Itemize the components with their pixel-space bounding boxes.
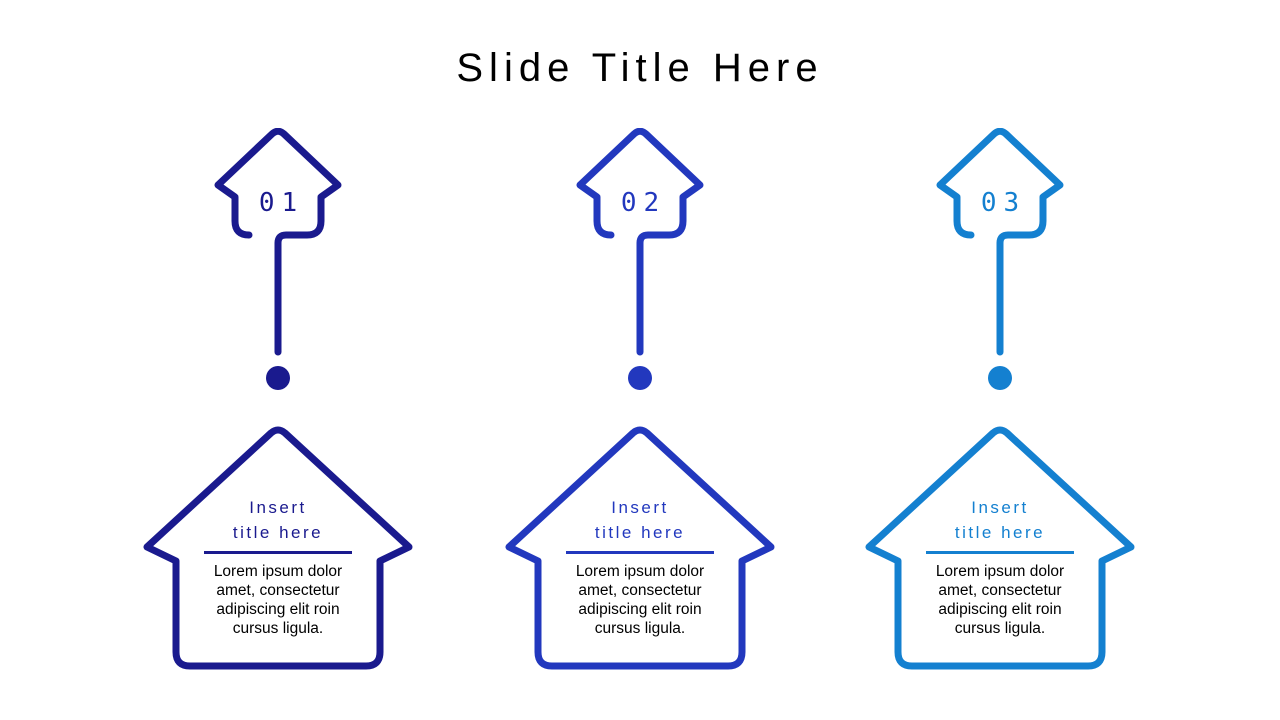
house-outline-path bbox=[143, 426, 413, 670]
connector-dot bbox=[988, 366, 1012, 390]
item-title: Insert title here bbox=[954, 498, 1046, 542]
house-outline-icon bbox=[505, 426, 775, 670]
title-divider bbox=[926, 551, 1074, 554]
content-house: Insert title here Lorem ipsum dolor amet… bbox=[143, 425, 413, 673]
item-body: Lorem ipsum dolor amet, consectetur adip… bbox=[935, 563, 1065, 637]
house-pin-icon bbox=[576, 128, 704, 390]
slide-title: Slide Title Here bbox=[456, 46, 824, 90]
item-title: Insert title here bbox=[232, 498, 324, 542]
step-column-3: 03 Insert title here Lorem ipsum dolor a… bbox=[865, 128, 1135, 688]
house-pin-icon bbox=[214, 128, 342, 390]
step-number: 01 bbox=[258, 188, 305, 218]
house-pin-outline bbox=[576, 128, 704, 356]
house-outline-path bbox=[865, 426, 1135, 670]
title-divider bbox=[566, 551, 714, 554]
house-pin-icon bbox=[936, 128, 1064, 390]
step-column-2: 02 Insert title here Lorem ipsum dolor a… bbox=[505, 128, 775, 688]
house-pin-outline bbox=[936, 128, 1064, 356]
item-body: Lorem ipsum dolor amet, consectetur adip… bbox=[213, 563, 343, 637]
connector-dot bbox=[266, 366, 290, 390]
house-outline-icon bbox=[865, 426, 1135, 670]
content-house: Insert title here Lorem ipsum dolor amet… bbox=[865, 425, 1135, 673]
step-column-1: 01 Insert title here Lorem ipsum dolor a… bbox=[143, 128, 413, 688]
connector-dot bbox=[628, 366, 652, 390]
step-number: 03 bbox=[980, 188, 1027, 218]
item-title: Insert title here bbox=[594, 498, 686, 542]
content-house: Insert title here Lorem ipsum dolor amet… bbox=[505, 425, 775, 673]
house-outline-icon bbox=[143, 426, 413, 670]
title-divider bbox=[204, 551, 352, 554]
house-pin-outline bbox=[214, 128, 342, 356]
item-body: Lorem ipsum dolor amet, consectetur adip… bbox=[575, 563, 705, 637]
house-outline-path bbox=[505, 426, 775, 670]
step-number: 02 bbox=[620, 188, 667, 218]
